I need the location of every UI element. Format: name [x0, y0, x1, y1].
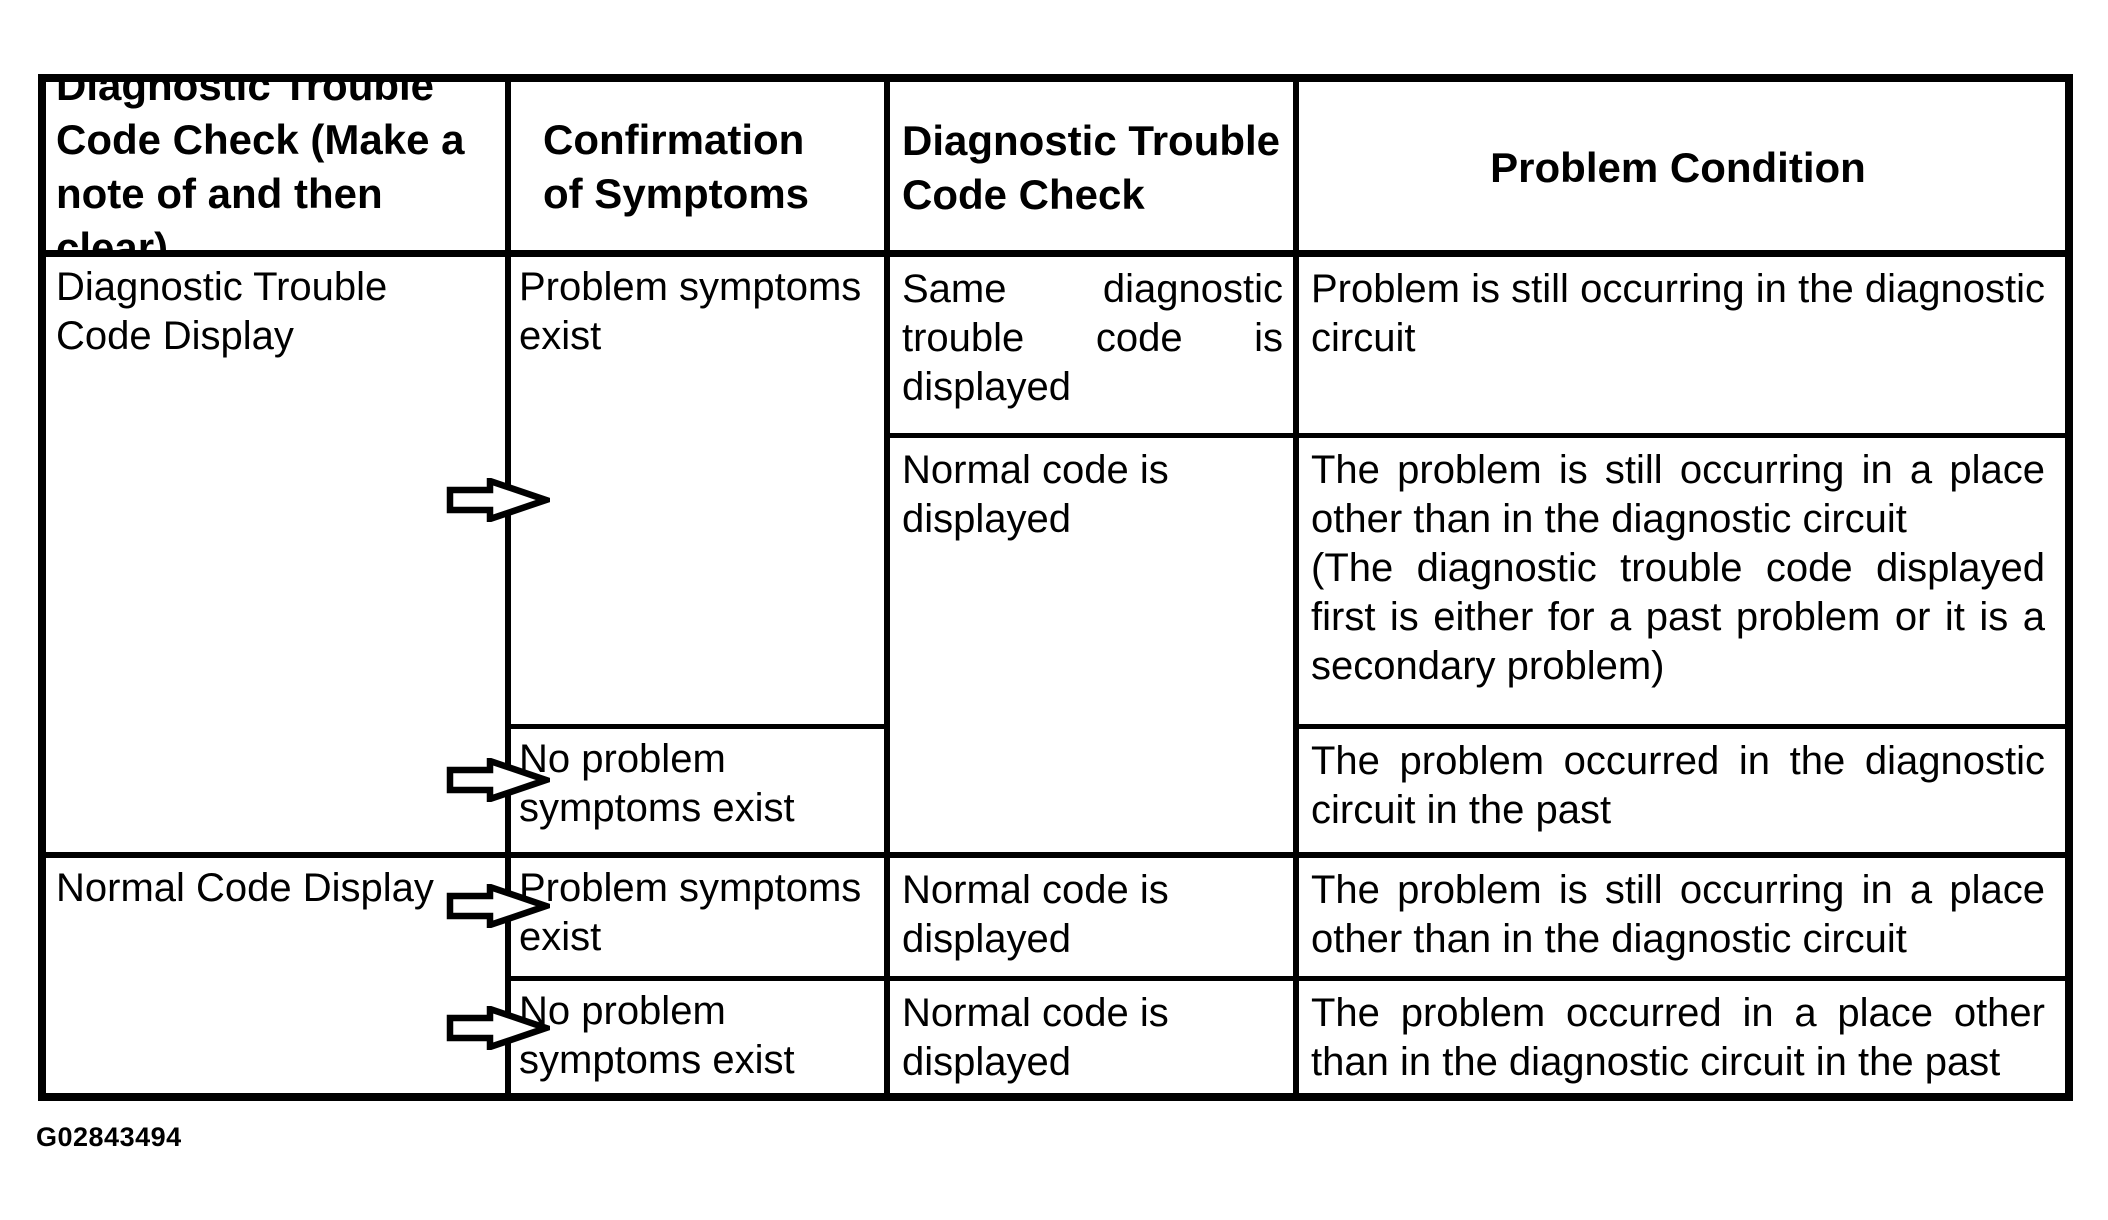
- cell-problem-symptoms-exist-2: Problem symptoms exist: [511, 858, 890, 981]
- cell-normal-code-displayed-1: Normal code is displayed: [890, 438, 1299, 858]
- header-dtc-check-note-clear: Diagnostic Trouble Code Check (Make a no…: [46, 82, 511, 257]
- cell-normal-code-display: Normal Code Display: [46, 858, 511, 1093]
- cell-problem-occurred-other-place-past: The problem occurred in a place other th…: [1299, 981, 2065, 1093]
- right-arrow-icon: [446, 1006, 550, 1050]
- right-arrow-icon: [446, 758, 550, 802]
- diagnostic-code-table: Diagnostic Trouble Code Check (Make a no…: [38, 74, 2073, 1101]
- cell-no-problem-symptoms-exist-1: No problem symptoms exist: [511, 729, 890, 858]
- cell-normal-code-displayed-2: Normal code is displayed: [890, 858, 1299, 981]
- cell-problem-symptoms-exist-1: Problem symptoms exist: [511, 257, 890, 729]
- figure-code: G02843494: [36, 1122, 182, 1152]
- header-problem-condition: Problem Condition: [1299, 82, 2065, 257]
- cell-problem-still-other-place: The problem is still occurring in a plac…: [1299, 858, 2065, 981]
- cell-no-problem-symptoms-exist-2: No problem symptoms exist: [511, 981, 890, 1093]
- cell-dtc-display: Diagnostic Trouble Code Display: [46, 257, 511, 858]
- cell-problem-still-other-place-note: The problem is still occurring in a plac…: [1299, 438, 2065, 729]
- cell-same-dtc-displayed: Same diagnostic trouble code is displaye…: [890, 257, 1299, 438]
- header-confirmation-of-symptoms: Confirmation of Symptoms: [511, 82, 890, 257]
- cell-normal-code-displayed-3: Normal code is displayed: [890, 981, 1299, 1093]
- right-arrow-icon: [446, 478, 550, 522]
- right-arrow-icon: [446, 884, 550, 928]
- header-dtc-check: Diagnostic Trouble Code Check: [890, 82, 1299, 257]
- cell-problem-occurred-circuit-past: The problem occurred in the diagnostic c…: [1299, 729, 2065, 858]
- cell-problem-still-in-circuit: Problem is still occurring in the diagno…: [1299, 257, 2065, 438]
